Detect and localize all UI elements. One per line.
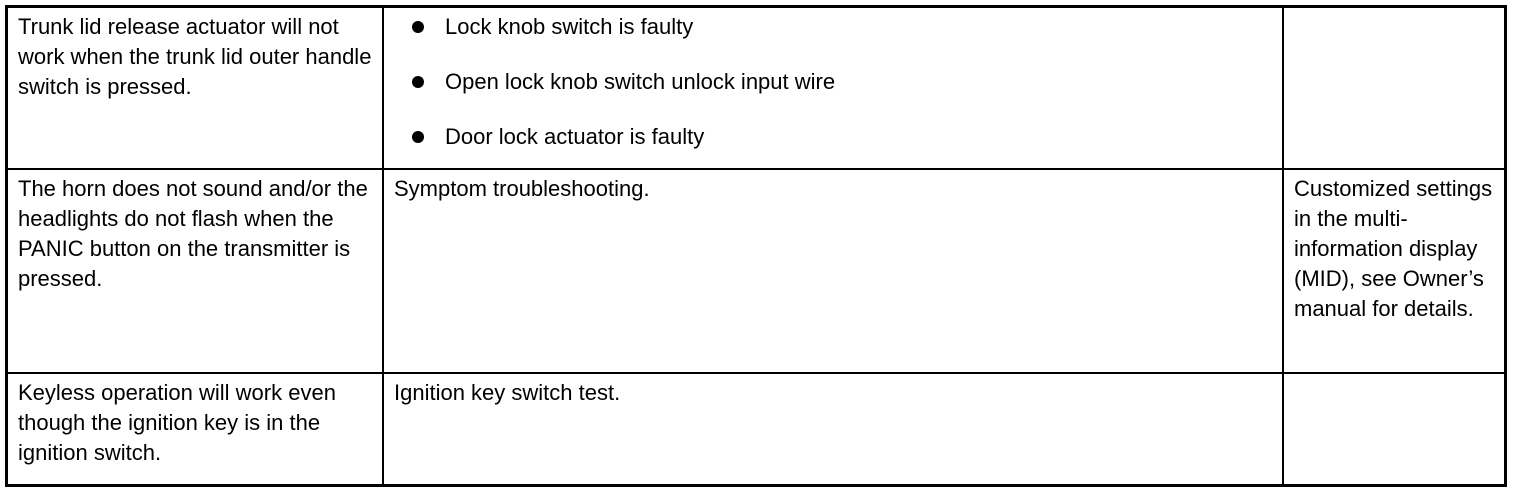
cause-list: Lock knob switch is faulty Open lock kno… — [394, 12, 1272, 152]
cause-text: Open lock knob switch unlock input wire — [445, 69, 836, 94]
cause-cell: Lock knob switch is faulty Open lock kno… — [382, 8, 1284, 170]
list-item: Door lock actuator is faulty — [394, 122, 1272, 152]
bullet-icon — [412, 131, 424, 143]
symptom-cell: The horn does not sound and/or the headl… — [8, 168, 384, 374]
notes-cell — [1282, 372, 1504, 484]
bullet-icon — [412, 21, 424, 33]
table-row: The horn does not sound and/or the headl… — [8, 168, 1504, 374]
diagnosis-cell: Ignition key switch test. — [382, 372, 1284, 484]
bullet-icon — [412, 76, 424, 88]
list-item: Open lock knob switch unlock input wire — [394, 67, 1272, 97]
symptom-cell: Trunk lid release actuator will not work… — [8, 8, 384, 170]
cause-text: Lock knob switch is faulty — [445, 14, 694, 39]
symptom-cell: Keyless operation will work even though … — [8, 372, 384, 484]
table-row: Trunk lid release actuator will not work… — [8, 8, 1504, 170]
symptom-table: Trunk lid release actuator will not work… — [8, 8, 1504, 484]
troubleshooting-table: Trunk lid release actuator will not work… — [5, 5, 1507, 487]
cause-text: Door lock actuator is faulty — [445, 124, 705, 149]
notes-cell: Customized settings in the multi-informa… — [1282, 168, 1504, 374]
table-row: Keyless operation will work even though … — [8, 372, 1504, 484]
notes-cell — [1282, 8, 1504, 170]
diagnosis-cell: Symptom troubleshooting. — [382, 168, 1284, 374]
list-item: Lock knob switch is faulty — [394, 12, 1272, 42]
